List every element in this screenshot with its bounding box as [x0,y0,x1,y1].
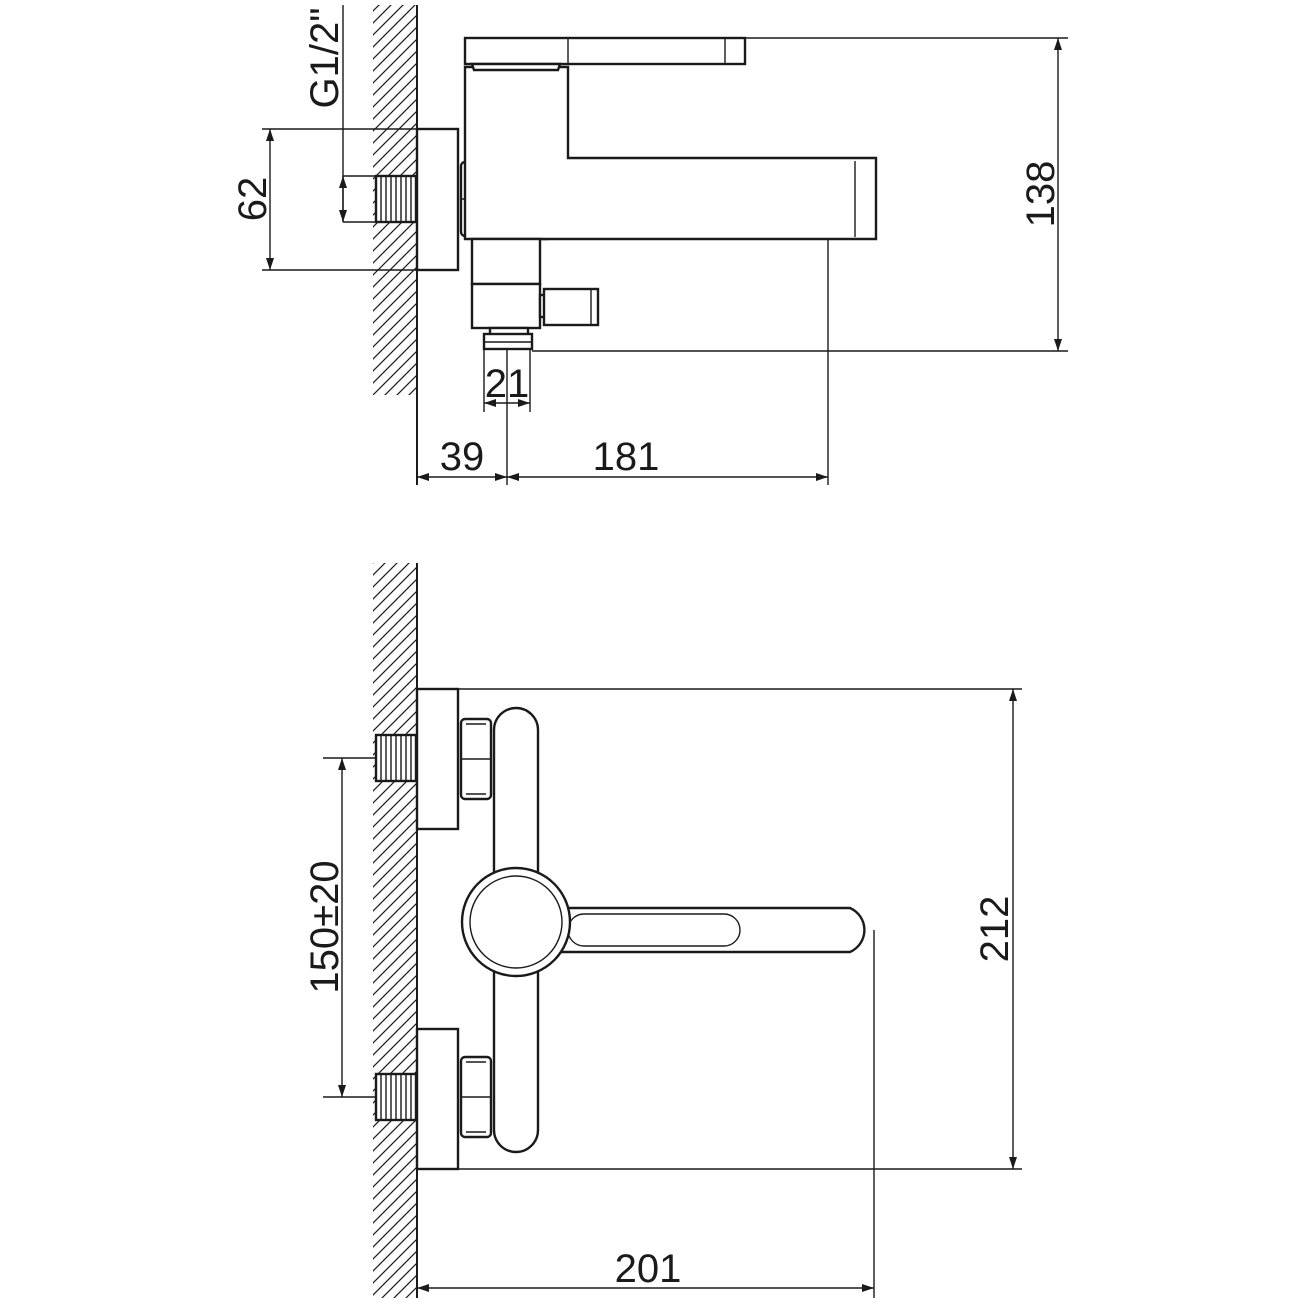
dim-39-label: 39 [440,435,485,479]
mixer-hub [460,866,572,978]
threaded-inlet [374,174,418,224]
dim-62: 62 [231,128,417,271]
dim-181-label: 181 [593,435,660,479]
dim-62-label: 62 [231,177,275,222]
wall-hatch-2 [373,563,417,1298]
hex-nut-upper [459,717,493,801]
side-view: G1/2" 62 138 21 39 [231,5,1068,485]
diverter [470,237,600,351]
wall-flange-lower [415,1027,460,1171]
wall-flange [415,127,460,272]
lever-handle [463,36,747,72]
dim-150: 150±20 [303,757,376,1098]
hex-nut-lower [459,1055,493,1139]
lever-arm [536,906,866,954]
dim-212-label: 212 [973,896,1017,963]
dim-thread: G1/2" [303,5,376,223]
wall-flange-upper [415,687,460,831]
dim-138: 138 [532,37,1068,352]
dim-138-label: 138 [1019,161,1063,228]
top-view: 150±20 212 201 [303,563,1022,1298]
threaded-inlet-lower [374,1072,418,1122]
threaded-inlet-upper [374,733,418,783]
dim-thread-label: G1/2" [303,8,347,109]
dim-150-label: 150±20 [303,860,347,993]
mixer-body [463,65,878,241]
dim-201-label: 201 [615,1247,682,1291]
dim-201: 201 [417,930,875,1298]
dim-39-181: 39 181 [417,239,829,485]
dim-212: 212 [458,688,1022,1170]
